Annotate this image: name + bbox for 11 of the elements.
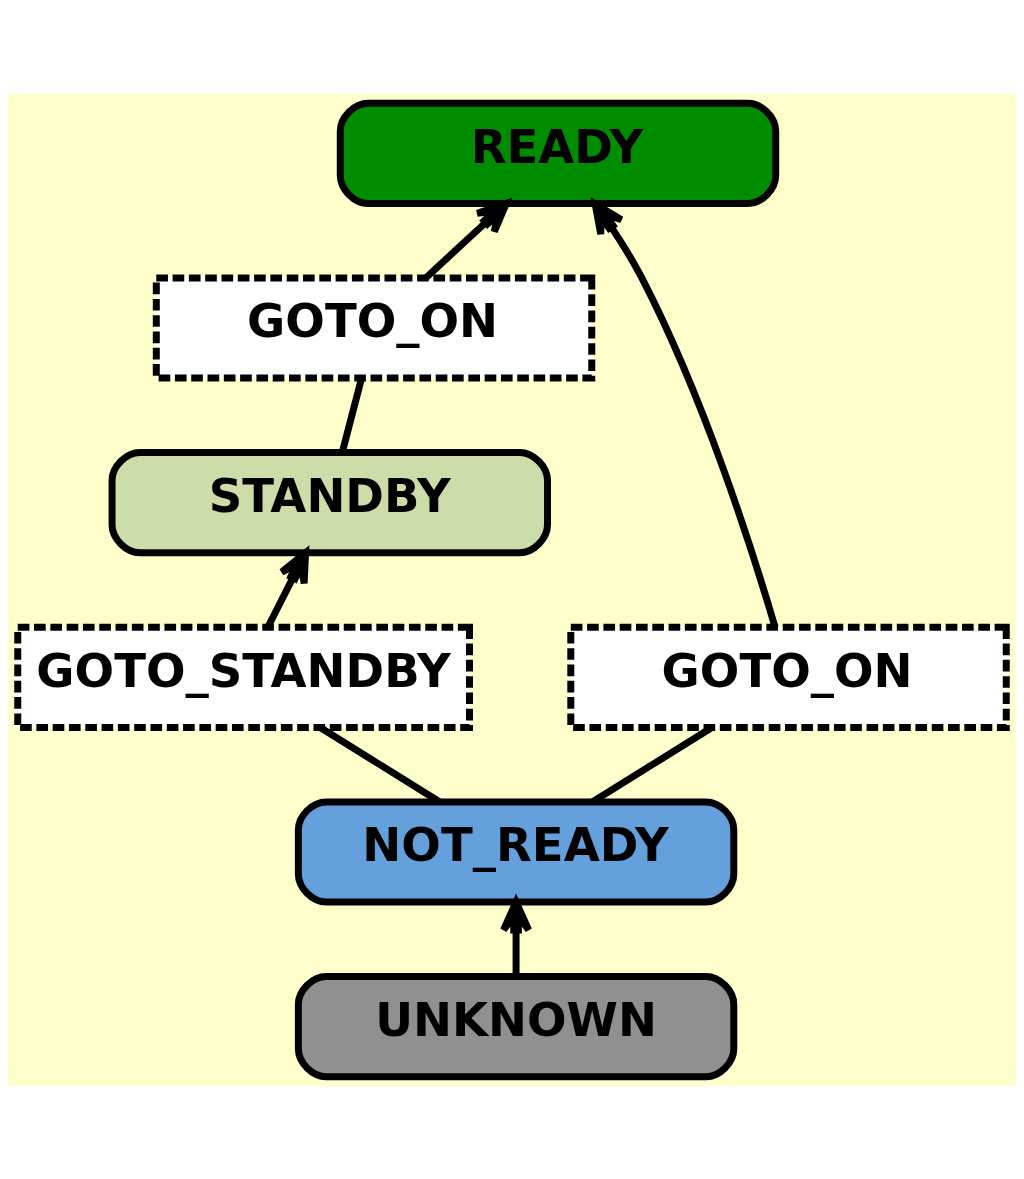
- node-box: READY: [336, 99, 780, 207]
- node-box: STANDBY: [108, 448, 551, 556]
- node-box: GOTO_ON: [152, 273, 596, 382]
- node-box: UNKNOWN: [294, 972, 738, 1080]
- node-box: GOTO_ON: [567, 623, 1010, 731]
- arrow: [591, 199, 779, 628]
- arrow: [423, 199, 510, 280]
- arrow: [264, 548, 310, 628]
- connector: [338, 376, 365, 453]
- node-box: GOTO_STANDBY: [14, 623, 473, 731]
- node-box: NOT_READY: [294, 797, 738, 906]
